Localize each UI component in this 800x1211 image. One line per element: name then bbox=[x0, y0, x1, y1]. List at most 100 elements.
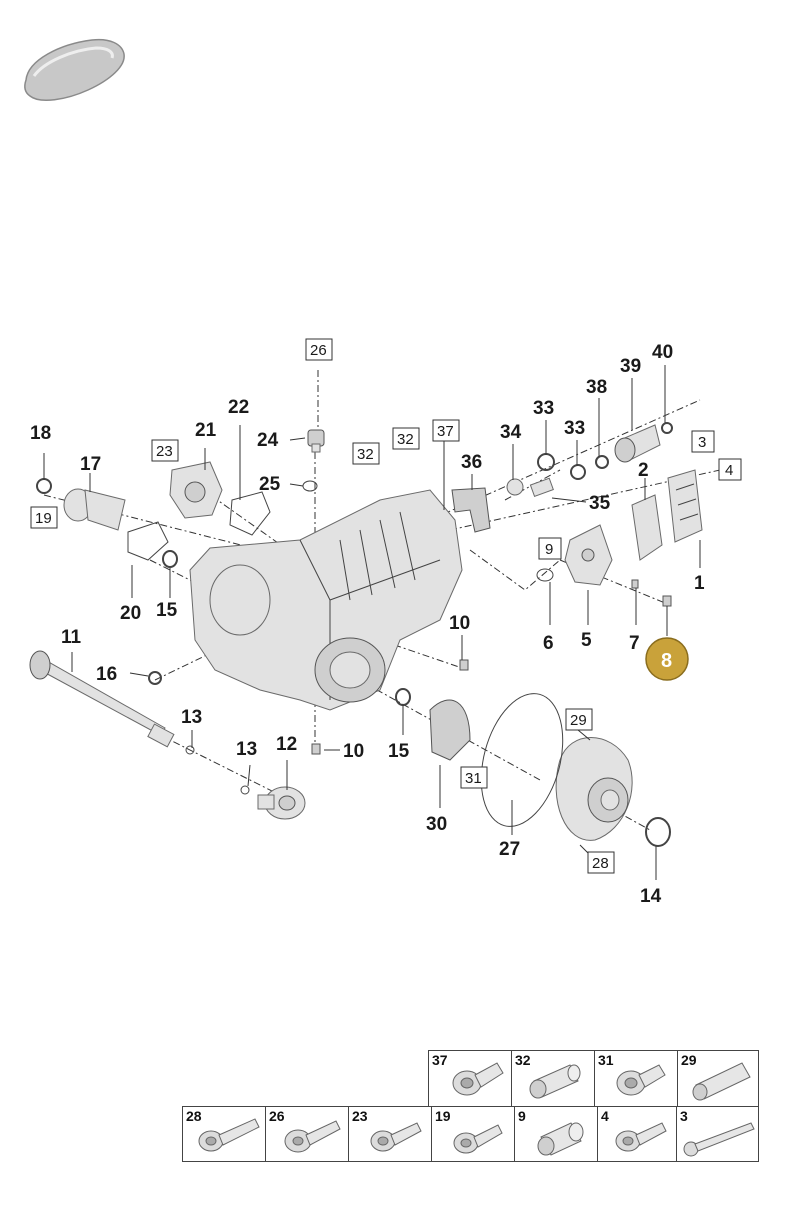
long-bolt-icon bbox=[683, 1122, 755, 1157]
label-part-40: 40 bbox=[652, 342, 673, 363]
label-part-14: 14 bbox=[640, 886, 662, 907]
box-label-23: 23 bbox=[151, 439, 179, 462]
legend-cell-31[interactable]: 31 bbox=[594, 1050, 678, 1107]
label-part-10b: 10 bbox=[343, 741, 364, 762]
shaft-parts[interactable] bbox=[506, 477, 554, 498]
legend-cell-26[interactable]: 26 bbox=[265, 1106, 349, 1162]
svg-text:26: 26 bbox=[310, 342, 327, 359]
label-part-2: 2 bbox=[638, 460, 649, 481]
legend-cell-19[interactable]: 19 bbox=[431, 1106, 515, 1162]
box-label-31: 31 bbox=[460, 766, 488, 789]
highlighted-part-8-badge[interactable]: 8 bbox=[645, 637, 689, 681]
label-part-10a: 10 bbox=[449, 613, 470, 634]
label-part-33b: 33 bbox=[564, 418, 585, 439]
legend-cell-37[interactable]: 37 bbox=[428, 1050, 512, 1107]
bolt-icon bbox=[198, 1118, 260, 1152]
box-label-32a: 32 bbox=[352, 442, 380, 465]
label-part-11: 11 bbox=[61, 627, 82, 648]
car-silhouette-icon[interactable] bbox=[24, 38, 125, 102]
control-unit[interactable] bbox=[667, 469, 703, 543]
label-part-12: 12 bbox=[276, 734, 297, 755]
label-part-33a: 33 bbox=[533, 398, 554, 419]
sleeve-icon bbox=[692, 1062, 751, 1101]
box-label-9: 9 bbox=[538, 537, 562, 560]
label-part-5: 5 bbox=[581, 630, 592, 651]
label-part-20: 20 bbox=[120, 603, 141, 624]
cover-plate[interactable] bbox=[631, 494, 663, 561]
legend-cell-23[interactable]: 23 bbox=[348, 1106, 432, 1162]
valve-block[interactable] bbox=[564, 524, 613, 586]
small-bolts[interactable] bbox=[311, 579, 672, 755]
selector-housing[interactable] bbox=[614, 424, 661, 463]
label-part-22: 22 bbox=[228, 397, 249, 418]
label-part-36: 36 bbox=[461, 452, 482, 473]
box-label-37: 37 bbox=[432, 419, 460, 442]
label-part-39: 39 bbox=[620, 356, 641, 377]
box-label-26: 26 bbox=[305, 338, 333, 361]
svg-text:23: 23 bbox=[156, 443, 173, 460]
bolt-icon bbox=[284, 1120, 341, 1153]
bracket[interactable] bbox=[451, 487, 491, 533]
label-part-15a: 15 bbox=[156, 600, 178, 621]
gasket[interactable] bbox=[229, 491, 271, 536]
label-part-21: 21 bbox=[195, 420, 217, 441]
svg-text:29: 29 bbox=[570, 712, 587, 729]
label-part-15b: 15 bbox=[388, 741, 410, 762]
svg-text:3: 3 bbox=[698, 434, 706, 451]
legend-cell-28[interactable]: 28 bbox=[182, 1106, 266, 1162]
part-number-labels: 1 2 5 6 7 10 10 11 12 13 13 14 15 15 16 … bbox=[30, 342, 705, 907]
svg-text:32: 32 bbox=[357, 446, 374, 463]
label-part-7: 7 bbox=[629, 633, 640, 654]
sensor[interactable] bbox=[307, 429, 325, 453]
bolt-icon bbox=[370, 1122, 422, 1152]
label-part-24: 24 bbox=[257, 430, 279, 451]
label-part-35: 35 bbox=[589, 493, 611, 514]
gasket-small[interactable] bbox=[127, 521, 169, 561]
svg-text:28: 28 bbox=[592, 855, 609, 872]
drive-shaft[interactable] bbox=[29, 650, 175, 748]
box-label-29: 29 bbox=[565, 708, 593, 731]
label-part-27: 27 bbox=[499, 839, 520, 860]
label-part-8: 8 bbox=[661, 650, 672, 672]
svg-text:32: 32 bbox=[397, 431, 414, 448]
legend-cell-3[interactable]: 3 bbox=[676, 1106, 759, 1162]
legend-cell-32[interactable]: 32 bbox=[511, 1050, 595, 1107]
label-part-30: 30 bbox=[426, 814, 447, 835]
label-part-13a: 13 bbox=[181, 707, 202, 728]
output-joint[interactable] bbox=[63, 488, 126, 531]
bolt-icon bbox=[615, 1122, 667, 1152]
label-part-34: 34 bbox=[500, 422, 522, 443]
rear-cover[interactable] bbox=[555, 737, 633, 841]
gearbox-housing[interactable] bbox=[189, 489, 463, 711]
label-part-17: 17 bbox=[80, 454, 101, 475]
legend-cell-4[interactable]: 4 bbox=[597, 1106, 677, 1162]
box-label-28: 28 bbox=[587, 851, 615, 874]
bolt-icon bbox=[453, 1124, 503, 1154]
svg-text:4: 4 bbox=[725, 462, 733, 479]
box-label-4: 4 bbox=[718, 458, 742, 481]
boxed-part-labels: 3 4 9 19 23 26 28 29 31 32 32 37 bbox=[30, 338, 742, 874]
svg-text:31: 31 bbox=[465, 770, 482, 787]
flange[interactable] bbox=[257, 786, 306, 820]
legend-cell-29[interactable]: 29 bbox=[677, 1050, 759, 1107]
leader-lines bbox=[43, 365, 701, 880]
box-label-19: 19 bbox=[30, 506, 58, 529]
svg-text:9: 9 bbox=[545, 541, 553, 558]
sleeve-nut-icon bbox=[537, 1122, 584, 1156]
box-label-3: 3 bbox=[691, 430, 715, 453]
svg-text:37: 37 bbox=[437, 423, 454, 440]
label-part-38: 38 bbox=[586, 377, 607, 398]
sleeve-nut-icon bbox=[529, 1064, 581, 1099]
pump-unit[interactable] bbox=[169, 461, 223, 519]
label-part-6: 6 bbox=[543, 633, 554, 654]
legend-cell-9[interactable]: 9 bbox=[514, 1106, 598, 1162]
bolt-icon bbox=[452, 1062, 504, 1096]
label-part-16: 16 bbox=[96, 664, 117, 685]
label-part-25: 25 bbox=[259, 474, 281, 495]
svg-text:19: 19 bbox=[35, 510, 52, 527]
box-label-32b: 32 bbox=[392, 427, 420, 450]
heat-shield[interactable] bbox=[429, 699, 471, 761]
label-part-1: 1 bbox=[694, 573, 705, 594]
label-part-13b: 13 bbox=[236, 739, 257, 760]
